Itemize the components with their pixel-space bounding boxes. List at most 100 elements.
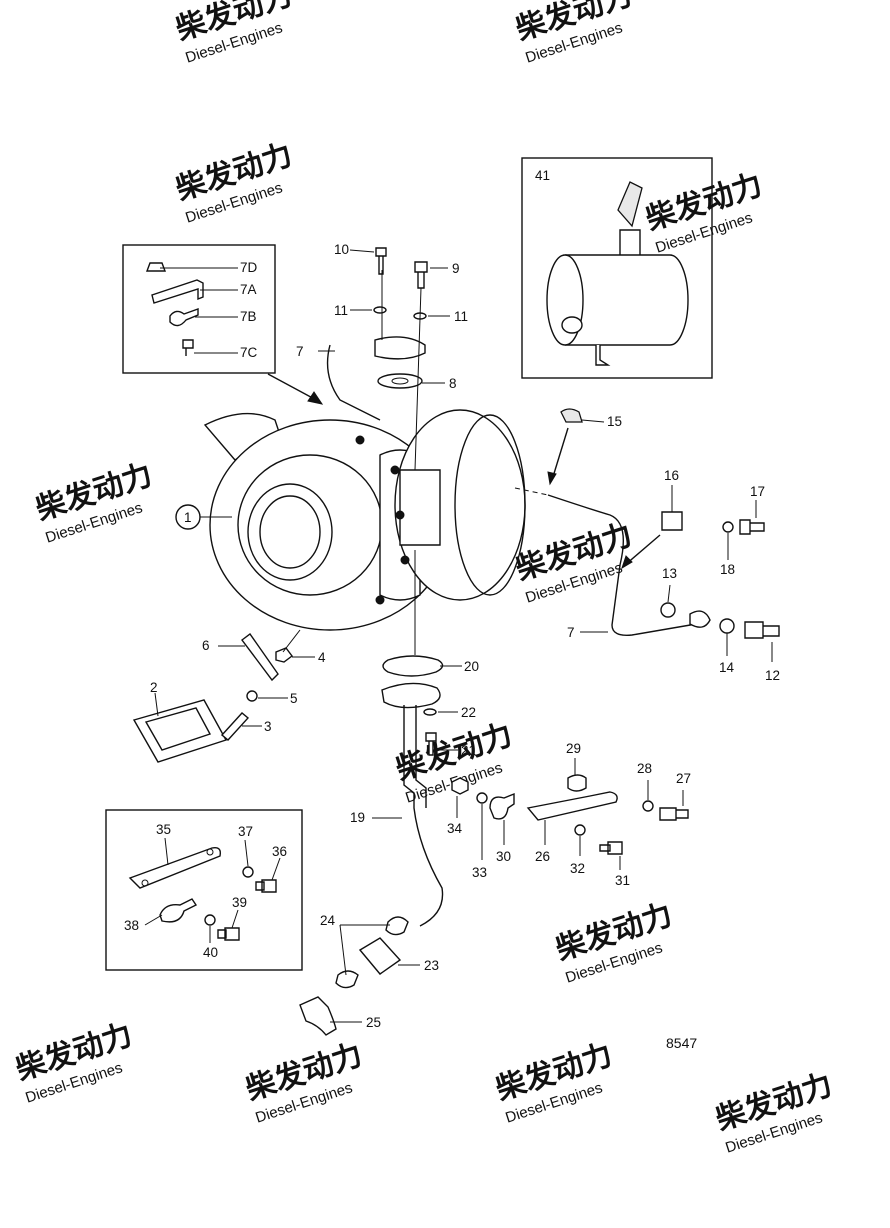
washer-37 bbox=[242, 866, 254, 878]
left-lower-parts: 2 3 5 4 6 bbox=[132, 629, 326, 763]
label-19: 19 bbox=[350, 810, 365, 825]
label-29: 29 bbox=[566, 741, 581, 756]
washer-28 bbox=[642, 800, 654, 812]
clamp-30 bbox=[489, 792, 515, 820]
label-38: 38 bbox=[124, 918, 139, 933]
washer-22 bbox=[423, 708, 437, 716]
watermark-10: 柴发动力 Diesel-Engines bbox=[242, 1038, 366, 1126]
clamp-38 bbox=[159, 898, 198, 923]
label-39: 39 bbox=[232, 895, 247, 910]
watermark-4: 柴发动力 Diesel-Engines bbox=[642, 168, 766, 256]
label-6: 6 bbox=[202, 638, 210, 653]
pipe-flange bbox=[374, 336, 426, 360]
label-28: 28 bbox=[637, 761, 652, 776]
watermark-5: 柴发动力 Diesel-Engines bbox=[32, 458, 156, 546]
label-5: 5 bbox=[290, 691, 298, 706]
compressor-outlet bbox=[247, 483, 333, 581]
label-7a: 7A bbox=[240, 282, 257, 297]
watermark-9: 柴发动力 Diesel-Engines bbox=[12, 1018, 136, 1106]
bolt-27 bbox=[659, 807, 689, 821]
washer-18 bbox=[722, 521, 734, 533]
label-7d: 7D bbox=[240, 260, 258, 275]
bolt-21 bbox=[425, 732, 437, 756]
bolt-17 bbox=[739, 519, 765, 535]
label-3: 3 bbox=[264, 719, 272, 734]
label-10: 10 bbox=[334, 242, 349, 257]
label-24: 24 bbox=[320, 913, 336, 928]
bracket-26 bbox=[526, 791, 618, 821]
label-37: 37 bbox=[238, 824, 253, 839]
label-13: 13 bbox=[662, 566, 677, 581]
label-32: 32 bbox=[570, 861, 585, 876]
label-12: 12 bbox=[765, 668, 780, 683]
oil-pipe-right-assembly: 15 16 17 18 13 14 12 7 bbox=[514, 408, 780, 683]
label-36: 36 bbox=[272, 844, 287, 859]
washer-13 bbox=[660, 602, 676, 618]
label-16: 16 bbox=[664, 468, 679, 483]
muffler-body bbox=[565, 254, 689, 346]
label-7-upper: 7 bbox=[296, 344, 304, 359]
watermark-2: 柴发动力 Diesel-Engines bbox=[512, 0, 636, 67]
watermark-1: 柴发动力 Diesel-Engines bbox=[172, 0, 296, 67]
stud-3 bbox=[220, 712, 250, 741]
label-41: 41 bbox=[535, 168, 550, 183]
label-20: 20 bbox=[464, 659, 479, 674]
label-21: 21 bbox=[461, 743, 476, 758]
label-35: 35 bbox=[156, 822, 171, 837]
elbow-25 bbox=[299, 996, 337, 1036]
pipe-flange-19 bbox=[381, 682, 441, 709]
bolt-9 bbox=[414, 261, 428, 289]
label-31: 31 bbox=[615, 873, 630, 888]
label-11-left: 11 bbox=[334, 303, 348, 318]
label-22: 22 bbox=[461, 705, 476, 720]
label-25: 25 bbox=[366, 1015, 381, 1030]
bolt-39 bbox=[217, 927, 240, 941]
label-1: 1 bbox=[184, 510, 192, 525]
washer-32 bbox=[574, 824, 586, 836]
lock-plate-6 bbox=[241, 633, 279, 682]
gasket-20 bbox=[382, 655, 444, 677]
label-7-right: 7 bbox=[567, 625, 575, 640]
clip-15 bbox=[560, 408, 583, 423]
label-7b: 7B bbox=[240, 309, 257, 324]
oil-pipe-7-upper bbox=[326, 344, 381, 421]
clamp-7b bbox=[169, 308, 199, 327]
inset-bracket-35: 35 37 36 38 39 40 bbox=[105, 809, 303, 971]
label-15: 15 bbox=[607, 414, 622, 429]
spacer-29 bbox=[567, 774, 587, 792]
washer-33 bbox=[476, 792, 488, 804]
label-9: 9 bbox=[452, 261, 460, 276]
label-17: 17 bbox=[750, 484, 765, 499]
washer-14 bbox=[719, 618, 735, 634]
washer-5 bbox=[246, 690, 258, 702]
turbocharger-assembly: 1 bbox=[175, 409, 526, 631]
watermark-11: 柴发动力 Diesel-Engines bbox=[492, 1038, 616, 1126]
label-7c: 7C bbox=[240, 345, 258, 360]
oil-pipe-7-right bbox=[547, 494, 703, 636]
nut-7d bbox=[145, 262, 167, 272]
washer-11a bbox=[373, 306, 387, 314]
label-23: 23 bbox=[424, 958, 439, 973]
bolt-10 bbox=[375, 247, 387, 275]
hose-clamp-24b bbox=[335, 970, 359, 989]
label-26: 26 bbox=[535, 849, 550, 864]
label-2: 2 bbox=[150, 680, 158, 695]
watermark-12: 柴发动力 Diesel-Engines bbox=[712, 1068, 836, 1156]
watermark-8: 柴发动力 Diesel-Engines bbox=[552, 898, 676, 986]
label-30: 30 bbox=[496, 849, 511, 864]
oil-return-pipe-19 bbox=[403, 705, 444, 927]
gasket-2 bbox=[132, 699, 228, 763]
label-4: 4 bbox=[318, 650, 326, 665]
muffler-outlet bbox=[617, 181, 643, 228]
label-8: 8 bbox=[449, 376, 457, 391]
bracket-35 bbox=[128, 846, 222, 889]
pipe-end-fitting bbox=[689, 610, 711, 628]
label-34: 34 bbox=[447, 821, 463, 836]
hose-clamp-24a bbox=[385, 916, 409, 936]
inset-muffler-41: 41 bbox=[521, 157, 713, 379]
label-33: 33 bbox=[472, 865, 487, 880]
label-27: 27 bbox=[676, 771, 691, 786]
watermark-3: 柴发动力 Diesel-Engines bbox=[172, 138, 296, 226]
washer-40 bbox=[204, 914, 216, 926]
